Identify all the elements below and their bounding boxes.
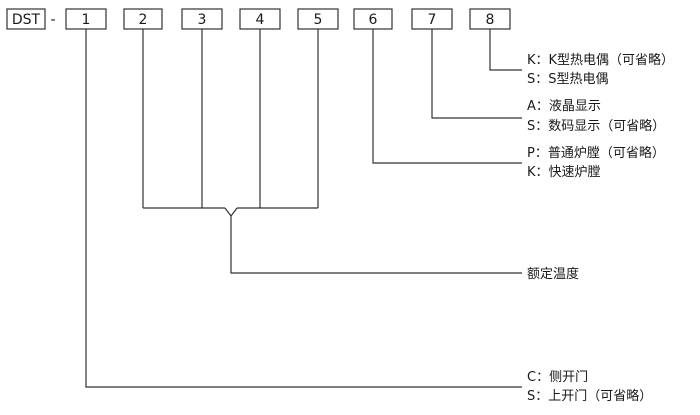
position-label-2: 2 bbox=[139, 12, 148, 28]
position-label-4: 4 bbox=[256, 12, 265, 28]
option-p6-1: K：快速炉膛 bbox=[527, 165, 601, 180]
position-label-1: 1 bbox=[82, 12, 91, 28]
connector-position-8 bbox=[489, 29, 522, 71]
connector-position-1 bbox=[85, 29, 522, 388]
position-label-5: 5 bbox=[314, 12, 323, 28]
prefix-label: DST bbox=[12, 12, 41, 28]
option-p7-0: A：液晶显示 bbox=[527, 99, 601, 114]
connector-position-7 bbox=[431, 29, 522, 119]
option-p8-1: S：S型热电偶 bbox=[527, 72, 609, 87]
option-p6-0: P：普通炉膛（可省略） bbox=[527, 145, 665, 161]
position-label-6: 6 bbox=[369, 12, 378, 28]
prefix-dash: - bbox=[50, 12, 55, 28]
position-label-7: 7 bbox=[428, 12, 437, 28]
bracket-positions-2-5 bbox=[142, 29, 522, 274]
prefix-box bbox=[6, 8, 46, 30]
position-label-8: 8 bbox=[486, 12, 495, 28]
connector-position-6 bbox=[372, 29, 522, 164]
option-p1-1: S：上开门（可省略） bbox=[527, 388, 652, 404]
option-p1-0: C：侧开门 bbox=[527, 370, 588, 385]
option-p2-5-0: 额定温度 bbox=[527, 266, 579, 282]
option-p8-0: K：K型热电偶（可省略） bbox=[527, 52, 674, 68]
position-label-3: 3 bbox=[198, 12, 207, 28]
option-p7-1: S：数码显示（可省略） bbox=[527, 118, 665, 134]
